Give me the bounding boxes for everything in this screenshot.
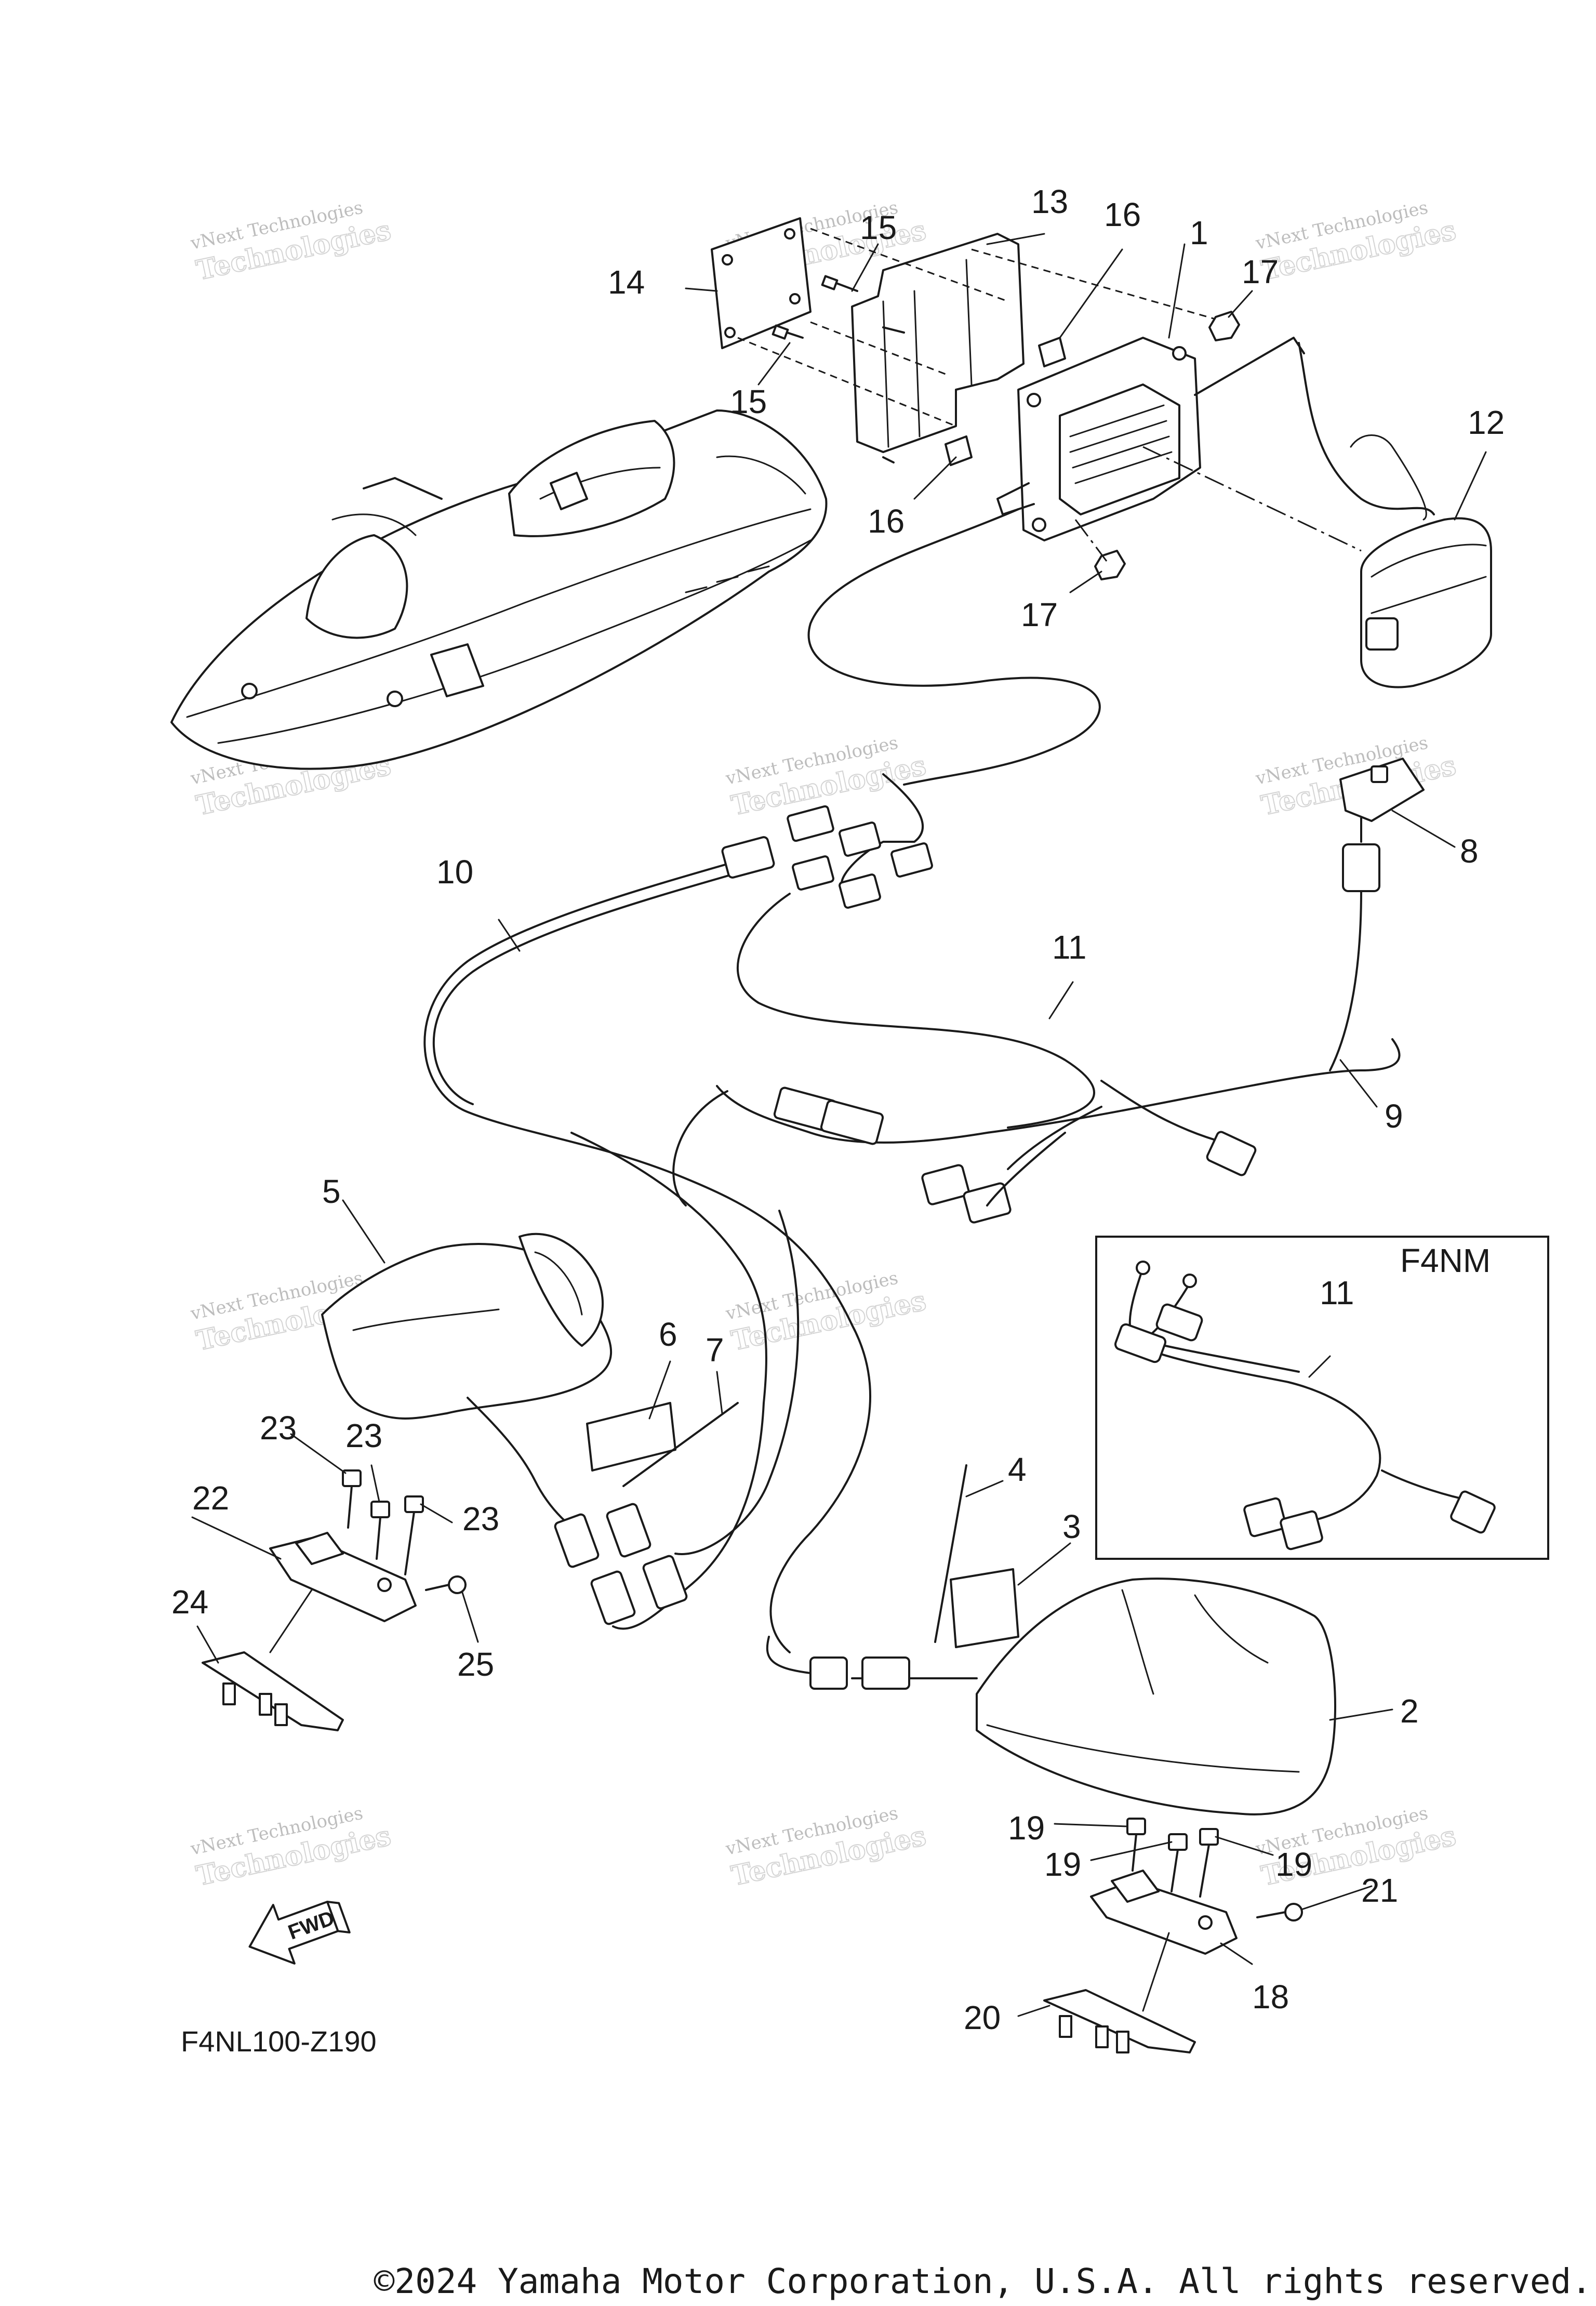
callout-6: 6 (659, 1316, 677, 1353)
callout-15-bottom: 15 (730, 383, 767, 420)
inset-label: F4NM (1400, 1242, 1491, 1279)
callout-15-top: 15 (860, 209, 897, 246)
ecu-unit-1 (996, 337, 1305, 541)
callout-16-bottom: 16 (868, 502, 905, 540)
callout-17-bottom: 17 (1021, 596, 1058, 633)
display-5 (321, 1232, 688, 1625)
callout-9: 9 (1385, 1097, 1403, 1135)
callout-24: 24 (171, 1583, 208, 1621)
inset-f4nm: F4NM (1095, 1236, 1549, 1560)
screw-16 (882, 326, 1066, 466)
cable-tie-7 (622, 1402, 739, 1487)
callout-8: 8 (1460, 832, 1479, 870)
callout-17-top: 17 (1242, 253, 1279, 290)
leader-lines (191, 233, 1487, 2017)
callout-16-top: 16 (1104, 196, 1141, 233)
callout-2: 2 (1400, 1692, 1419, 1730)
callout-23-left: 23 (260, 1409, 297, 1447)
callout-3: 3 (1062, 1508, 1081, 1545)
callout-labels: 1 2 3 4 5 6 7 8 9 10 11 11 12 13 14 15 1… (171, 183, 1505, 2036)
callout-10: 10 (436, 853, 473, 891)
callout-11: 11 (1052, 929, 1086, 966)
screw-21 (1256, 1903, 1303, 1921)
mount-22 (269, 1532, 417, 1622)
switch-8 (1329, 758, 1425, 1071)
forward-arrow-icon: FWD (248, 1901, 351, 1965)
callout-11-inset: 11 (1320, 1274, 1354, 1311)
bracket-13 (851, 233, 1025, 453)
callout-25: 25 (457, 1646, 494, 1683)
harness-11 (672, 773, 1401, 1224)
plate-20 (1043, 1989, 1196, 2053)
callout-20: 20 (964, 1999, 1001, 2036)
callout-19-right: 19 (1275, 1846, 1312, 1883)
callout-7: 7 (706, 1331, 724, 1369)
bracket-plate-14 (711, 217, 812, 349)
nut-17 (1094, 311, 1240, 580)
callout-14: 14 (608, 263, 645, 301)
callout-19-middle: 19 (1044, 1846, 1081, 1883)
plate-24 (202, 1651, 344, 1731)
watercraft-illustration (170, 409, 828, 770)
callout-1: 1 (1190, 214, 1208, 251)
diagram-reference-code: F4NL100-Z190 (181, 2025, 377, 2058)
callout-5: 5 (322, 1173, 341, 1210)
callout-19-left: 19 (1008, 1809, 1045, 1847)
callout-12: 12 (1468, 404, 1505, 441)
module-12 (1360, 517, 1492, 688)
rivet-15 (772, 275, 858, 340)
screw-23 (342, 1469, 424, 1575)
cable-tie-4 (934, 1464, 967, 1643)
mount-18 (1090, 1870, 1238, 1955)
callout-4: 4 (1008, 1451, 1027, 1488)
display-2 (766, 1578, 1336, 1815)
callout-23-middle: 23 (345, 1417, 382, 1454)
callout-22: 22 (192, 1479, 229, 1517)
harness-10 (423, 836, 871, 1653)
callout-21: 21 (1361, 1872, 1398, 1909)
callout-13: 13 (1031, 183, 1068, 220)
screw-25 (425, 1575, 467, 1594)
callout-23-right: 23 (462, 1500, 499, 1538)
callout-18: 18 (1252, 1978, 1289, 2016)
copyright-notice: ©2024 Yamaha Motor Corporation, U.S.A. A… (374, 2261, 1592, 2301)
label-6 (586, 1402, 676, 1472)
label-3 (950, 1568, 1019, 1648)
